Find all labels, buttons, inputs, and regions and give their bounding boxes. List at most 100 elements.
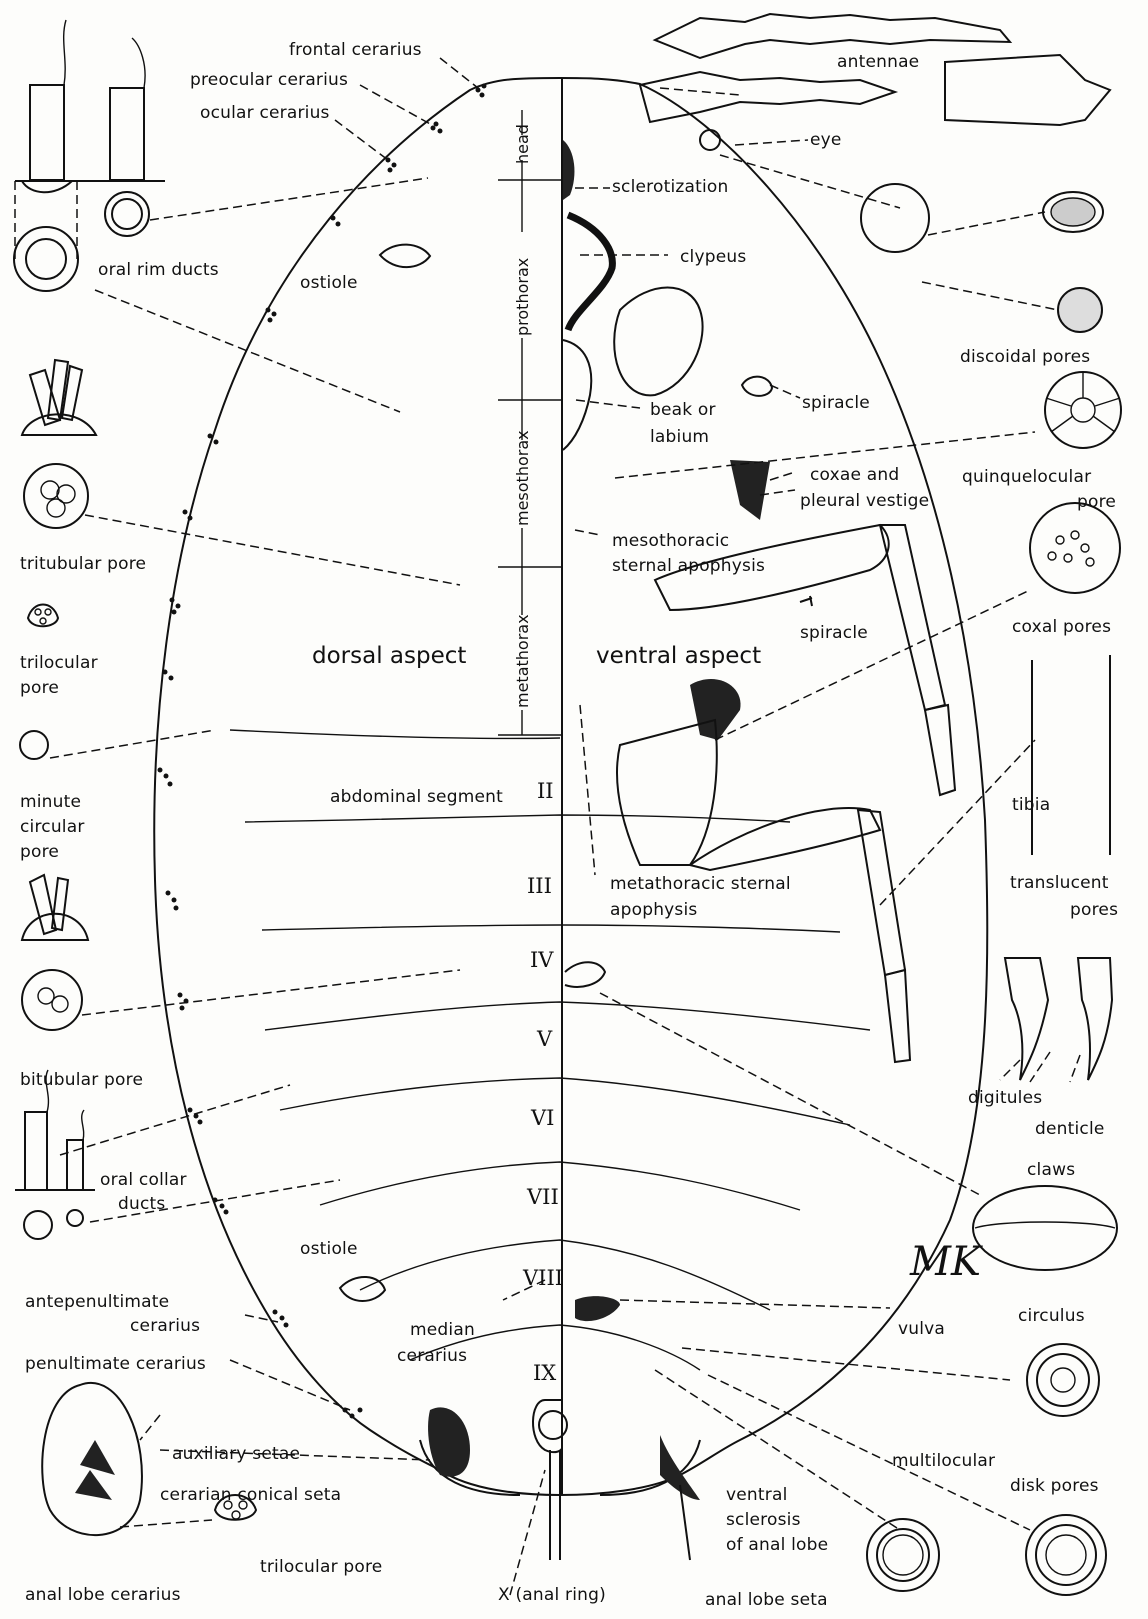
bitubular-pore-icon — [22, 875, 88, 1030]
label-antepenultimate: antepenultimate — [25, 1292, 169, 1312]
label-sclerotization: sclerotization — [612, 177, 729, 197]
label-anal-lobe-cerarius: anal lobe cerarius — [25, 1585, 181, 1605]
label-sclerosis: sclerosis — [726, 1510, 801, 1530]
segment-III: III — [527, 874, 552, 898]
label-apophysis: apophysis — [610, 900, 697, 920]
label-translucent-pores: pores — [1070, 900, 1118, 920]
eye-detail-icon — [861, 184, 929, 252]
vulva-shade — [575, 1296, 620, 1321]
label-ocular-cerarius: ocular cerarius — [200, 103, 330, 123]
segment-IX: IX — [533, 1361, 556, 1385]
label-spiracle-top: spiracle — [802, 393, 870, 413]
label-median-cerarius: cerarius — [397, 1346, 467, 1366]
label-claws: claws — [1027, 1160, 1075, 1180]
label-multilocular: multilocular — [892, 1451, 995, 1471]
label-pleural-vestige: pleural vestige — [800, 491, 929, 511]
coxae-shade — [730, 460, 770, 520]
spiracle-mid-icon — [800, 596, 812, 606]
label-circulus: circulus — [1018, 1306, 1085, 1326]
label-coxal-pores: coxal pores — [1012, 617, 1111, 637]
label-frontal-cerarius: frontal cerarius — [289, 40, 422, 60]
label-minute: minute — [20, 792, 81, 812]
label-cerarian-conical-seta: cerarian conical seta — [160, 1485, 341, 1505]
segment-VIII: VIII — [522, 1266, 563, 1290]
label-bitubular-pore: bitubular pore — [20, 1070, 143, 1090]
label-trilocular-pore-bottom: trilocular pore — [260, 1557, 382, 1577]
label-eye: eye — [810, 130, 842, 150]
label-mesothoracic: mesothoracic — [612, 531, 729, 551]
label-labium: labium — [650, 427, 709, 447]
label-oral-collar: oral collar — [100, 1170, 187, 1190]
label-antepenultimate-cerarius: cerarius — [130, 1316, 200, 1336]
ostiole-top-shape — [380, 245, 430, 268]
label-vulva: vulva — [898, 1319, 945, 1339]
discoidal-pore-icon-top — [1043, 192, 1103, 232]
axis-label-mesothorax: mesothorax — [513, 430, 532, 526]
minute-circular-pore-icon — [20, 731, 48, 759]
label-anal-ring: X (anal ring) — [498, 1585, 606, 1605]
tibia-detail-icon — [1032, 655, 1110, 855]
label-of-anal-lobe: of anal lobe — [726, 1535, 828, 1555]
body-outline — [154, 78, 987, 1495]
segment-IV: IV — [530, 948, 554, 972]
label-quinquelocular: quinquelocular — [962, 467, 1091, 487]
sclerotization-shade — [563, 140, 574, 200]
label-discoidal-pores: discoidal pores — [960, 347, 1090, 367]
trilocular-pore-icon — [28, 605, 58, 627]
label-minute-pore: pore — [20, 842, 59, 862]
eye-icon — [700, 130, 720, 150]
multilocular-disk-pore-icon — [1027, 1344, 1099, 1416]
label-dorsal-aspect: dorsal aspect — [312, 643, 466, 669]
claws-icon — [1005, 958, 1112, 1080]
coxal-pores-icon — [1030, 503, 1120, 593]
label-oral-rim-ducts: oral rim ducts — [98, 260, 219, 280]
segment-II: II — [537, 779, 554, 803]
circulus-on-body — [565, 962, 605, 987]
label-tritubular-pore: tritubular pore — [20, 554, 146, 574]
tritubular-pore-icon — [22, 360, 96, 528]
label-quinquelocular-pore: pore — [1077, 492, 1116, 512]
label-penultimate-cerarius: penultimate cerarius — [25, 1354, 206, 1374]
segment-VI: VI — [530, 1106, 554, 1130]
anal-ring-icon — [533, 1400, 567, 1452]
procoxa-icon — [614, 288, 702, 396]
ring-pore-icon-b — [1026, 1515, 1106, 1595]
label-beak-or: beak or — [650, 400, 716, 420]
discoidal-pore-icon-bottom — [1058, 288, 1102, 332]
label-denticle: denticle — [1035, 1119, 1105, 1139]
circulus-icon — [973, 1186, 1117, 1270]
label-spiracle-mid: spiracle — [800, 623, 868, 643]
spiracle-top-icon — [742, 377, 772, 396]
beak-icon — [563, 340, 591, 450]
label-trilocular: trilocular — [20, 653, 98, 673]
quinquelocular-pore-icon — [1045, 372, 1121, 448]
label-ostiole-top: ostiole — [300, 273, 358, 293]
segment-V: V — [536, 1027, 553, 1051]
label-ducts: ducts — [118, 1194, 165, 1214]
label-median: median — [410, 1320, 475, 1340]
axis-label-prothorax: prothorax — [513, 258, 532, 336]
label-clypeus: clypeus — [680, 247, 746, 267]
oral-collar-ducts-icon — [15, 1070, 95, 1239]
label-metathoracic-sternal: metathoracic sternal — [610, 874, 791, 894]
segment-VII: VII — [526, 1185, 559, 1209]
label-circular: circular — [20, 817, 85, 837]
label-ostiole-bottom: ostiole — [300, 1239, 358, 1259]
label-preocular-cerarius: preocular cerarius — [190, 70, 348, 90]
label-ventral-aspect: ventral aspect — [596, 643, 761, 669]
oral-rim-ducts-icon — [14, 20, 165, 291]
ring-pore-icon-a — [867, 1519, 939, 1591]
label-digitules: digitules — [968, 1088, 1042, 1108]
label-sternal-apophysis: sternal apophysis — [612, 556, 765, 576]
signature-mk: MK — [909, 1239, 983, 1285]
label-translucent: translucent — [1010, 873, 1109, 893]
label-antennae: antennae — [837, 52, 919, 72]
label-ventral: ventral — [726, 1485, 788, 1505]
label-anal-lobe-seta: anal lobe seta — [705, 1590, 828, 1610]
axis-label-metathorax: metathorax — [513, 614, 532, 708]
label-abdominal-segment: abdominal segment — [330, 787, 503, 807]
label-tibia: tibia — [1012, 795, 1050, 815]
label-trilocular-pore-word: pore — [20, 678, 59, 698]
